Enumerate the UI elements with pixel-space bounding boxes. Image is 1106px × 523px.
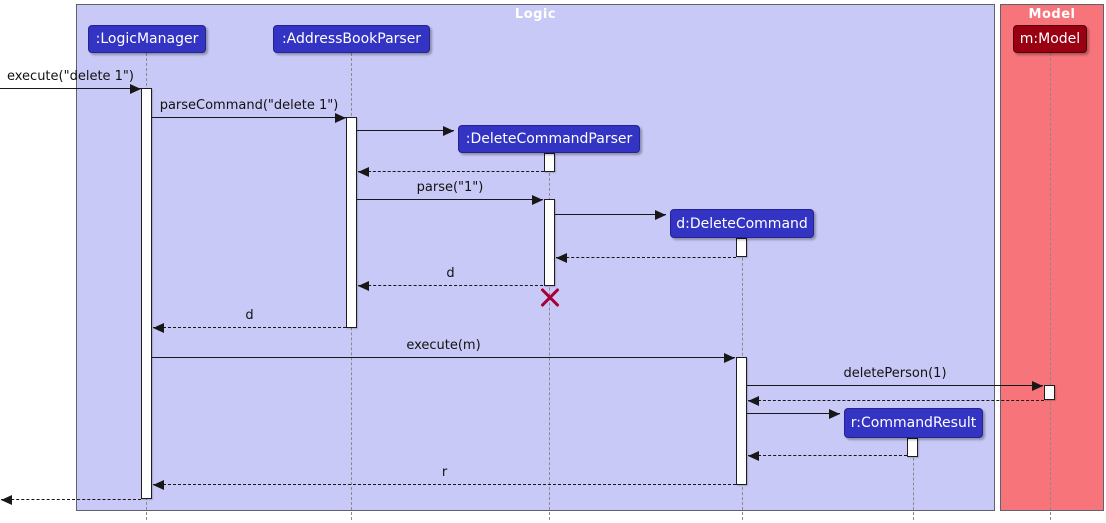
message-delete-person-1 bbox=[747, 385, 1043, 386]
arrowhead-create-delete-command bbox=[655, 210, 666, 220]
delete-command-execute-act bbox=[736, 357, 747, 485]
message-label-execute-m: execute(m) bbox=[406, 338, 481, 353]
participant-delete-command: d:DeleteCommand bbox=[670, 209, 814, 238]
message-label-parse-1: parse("1") bbox=[416, 180, 484, 195]
message-label-parse-command-delete-1: parseCommand("delete 1") bbox=[159, 98, 339, 113]
message-create-command-result bbox=[747, 413, 840, 414]
message-return-final bbox=[1, 499, 141, 500]
participant-address-book-parser: :AddressBookParser bbox=[273, 25, 430, 53]
arrowhead-return-d-to-logic-manager bbox=[153, 323, 164, 333]
model-activation bbox=[1044, 385, 1055, 400]
delete-command-parser-parse-act bbox=[544, 199, 555, 286]
message-return-d-to-parser bbox=[358, 285, 543, 286]
participant-model: m:Model bbox=[1013, 25, 1087, 53]
message-parse-command-delete-1 bbox=[152, 117, 346, 118]
arrowhead-return-from-dc-create bbox=[556, 253, 567, 263]
message-label-return-d-to-logic-manager: d bbox=[245, 308, 254, 323]
delete-command-parser-create-act bbox=[544, 153, 555, 172]
message-parse-1 bbox=[357, 199, 543, 200]
message-create-delete-command-parser bbox=[357, 130, 454, 131]
message-return-from-dcp-create bbox=[358, 171, 544, 172]
message-label-return-d-to-parser: d bbox=[446, 266, 455, 281]
arrowhead-parse-command-delete-1 bbox=[335, 113, 346, 123]
arrowhead-delete-person-1 bbox=[1032, 381, 1043, 391]
message-return-r-to-logic-manager bbox=[153, 484, 736, 485]
arrowhead-parse-1 bbox=[532, 195, 543, 205]
participant-command-result: r:CommandResult bbox=[844, 408, 983, 438]
frame-logic-title: Logic bbox=[514, 7, 557, 22]
lifeline-command-result bbox=[913, 438, 914, 520]
message-return-from-delete-person bbox=[748, 400, 1044, 401]
frame-logic: Logic bbox=[76, 4, 995, 511]
arrowhead-return-from-delete-person bbox=[748, 396, 759, 406]
arrowhead-execute-delete-1 bbox=[130, 84, 141, 94]
participant-delete-command-parser: :DeleteCommandParser bbox=[458, 125, 640, 153]
arrowhead-execute-m bbox=[724, 353, 735, 363]
message-create-delete-command bbox=[555, 214, 666, 215]
message-execute-m bbox=[152, 357, 735, 358]
arrowhead-create-delete-command-parser bbox=[443, 126, 454, 136]
destroy-x-icon bbox=[539, 287, 561, 309]
logic-manager-activation bbox=[141, 88, 152, 499]
arrowhead-return-from-dcp-create bbox=[358, 167, 369, 177]
message-label-execute-delete-1: execute("delete 1") bbox=[6, 69, 134, 84]
message-execute-delete-1 bbox=[0, 88, 141, 89]
arrowhead-return-final bbox=[1, 495, 12, 505]
message-return-from-dc-create bbox=[556, 257, 736, 258]
arrowhead-return-d-to-parser bbox=[358, 281, 369, 291]
message-label-return-r-to-logic-manager: r bbox=[441, 465, 448, 480]
frame-model: Model bbox=[1000, 4, 1104, 511]
arrowhead-create-command-result bbox=[829, 409, 840, 419]
participant-logic-manager: :LogicManager bbox=[88, 25, 206, 53]
message-return-from-cr-create bbox=[748, 455, 907, 456]
lifeline-delete-command-parser bbox=[549, 153, 550, 520]
lifeline-model bbox=[1050, 53, 1051, 520]
delete-command-create-act bbox=[736, 238, 747, 257]
arrowhead-return-r-to-logic-manager bbox=[153, 480, 164, 490]
frame-model-title: Model bbox=[1028, 7, 1076, 22]
message-label-delete-person-1: deletePerson(1) bbox=[843, 366, 947, 381]
command-result-activation bbox=[907, 438, 918, 457]
address-book-parser-activation bbox=[346, 117, 357, 328]
message-return-d-to-logic-manager bbox=[153, 327, 346, 328]
arrowhead-return-from-cr-create bbox=[748, 451, 759, 461]
